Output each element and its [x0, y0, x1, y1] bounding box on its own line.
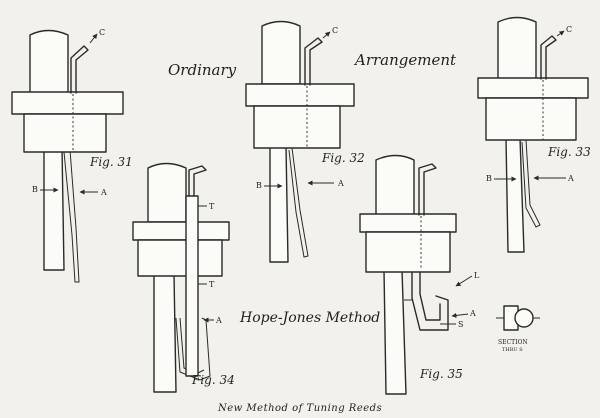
- label-c: C: [332, 26, 338, 35]
- reed-tongue: [43, 147, 65, 271]
- heading-hope-jones: Hope-Jones Method: [239, 310, 380, 326]
- reed-tongue: [383, 269, 407, 395]
- figure-label: Fig. 35: [419, 367, 463, 381]
- tuning-wire-top: [70, 45, 89, 94]
- reed-block-top: [132, 221, 230, 241]
- tuning-wire: [521, 139, 541, 228]
- reed-block-body: [23, 113, 107, 153]
- section-sublabel: THRU S: [502, 347, 523, 353]
- reed-tongue: [153, 273, 177, 393]
- figure-34: T T A Fig. 34: [132, 162, 235, 393]
- reed-block-top: [11, 91, 124, 115]
- label-b: B: [256, 181, 262, 190]
- section-label: SECTION: [498, 339, 528, 346]
- tuning-wire-top: [304, 37, 323, 86]
- pipe-resonator: [261, 20, 301, 85]
- label-t: T: [209, 280, 215, 289]
- caption: New Method of Tuning Reeds: [217, 403, 382, 414]
- figure-33: C Fig. 33 B A: [477, 16, 591, 253]
- label-a: A: [215, 316, 222, 325]
- figure-label: Fig. 32: [321, 151, 365, 165]
- reed-tongue: [505, 137, 525, 253]
- label-a: A: [100, 188, 107, 197]
- reed-block-top: [359, 213, 457, 233]
- pipe-resonator: [375, 154, 415, 217]
- label-b: B: [32, 185, 38, 194]
- section-detail: SECTION THRU S: [496, 305, 540, 353]
- reed-block-body: [137, 239, 223, 277]
- heading-ordinary: Ordinary: [168, 61, 237, 79]
- figure-label: Fig. 31: [89, 155, 133, 169]
- figure-35: L A S Fig. 35: [359, 154, 480, 395]
- tuning-wire: [411, 261, 449, 331]
- reed-block-top: [477, 77, 589, 99]
- reed-block-top: [245, 83, 355, 107]
- tuning-wire-top: [418, 163, 437, 216]
- label-t: T: [209, 202, 215, 211]
- figure-31: C Fig. 31 B A: [11, 28, 133, 283]
- figure-label: Fig. 34: [191, 373, 235, 387]
- label-s: S: [458, 320, 463, 329]
- label-a: A: [337, 179, 344, 188]
- reed-tongue: [269, 145, 289, 263]
- pipe-resonator: [29, 29, 69, 95]
- tuning-tube: [185, 195, 199, 377]
- pipe-resonator: [497, 16, 537, 81]
- reed-block-body: [253, 105, 341, 149]
- heading-arrangement: Arrangement: [353, 51, 457, 69]
- figure-32: C Fig. 32 B A: [245, 20, 365, 263]
- label-c: C: [99, 28, 105, 37]
- tuning-wire-top: [540, 35, 557, 80]
- label-a: A: [469, 309, 476, 318]
- figure-label: Fig. 33: [547, 145, 591, 159]
- reed-block-body: [365, 231, 451, 273]
- tuning-wire: [63, 149, 80, 283]
- label-a: A: [567, 174, 574, 183]
- label-c: C: [566, 25, 572, 34]
- label-b: B: [486, 174, 492, 183]
- reed-block-body: [485, 97, 577, 141]
- pipe-resonator: [147, 162, 187, 223]
- tuning-wire: [288, 147, 309, 258]
- tuning-wire-top: [188, 165, 207, 197]
- label-l: L: [474, 271, 480, 280]
